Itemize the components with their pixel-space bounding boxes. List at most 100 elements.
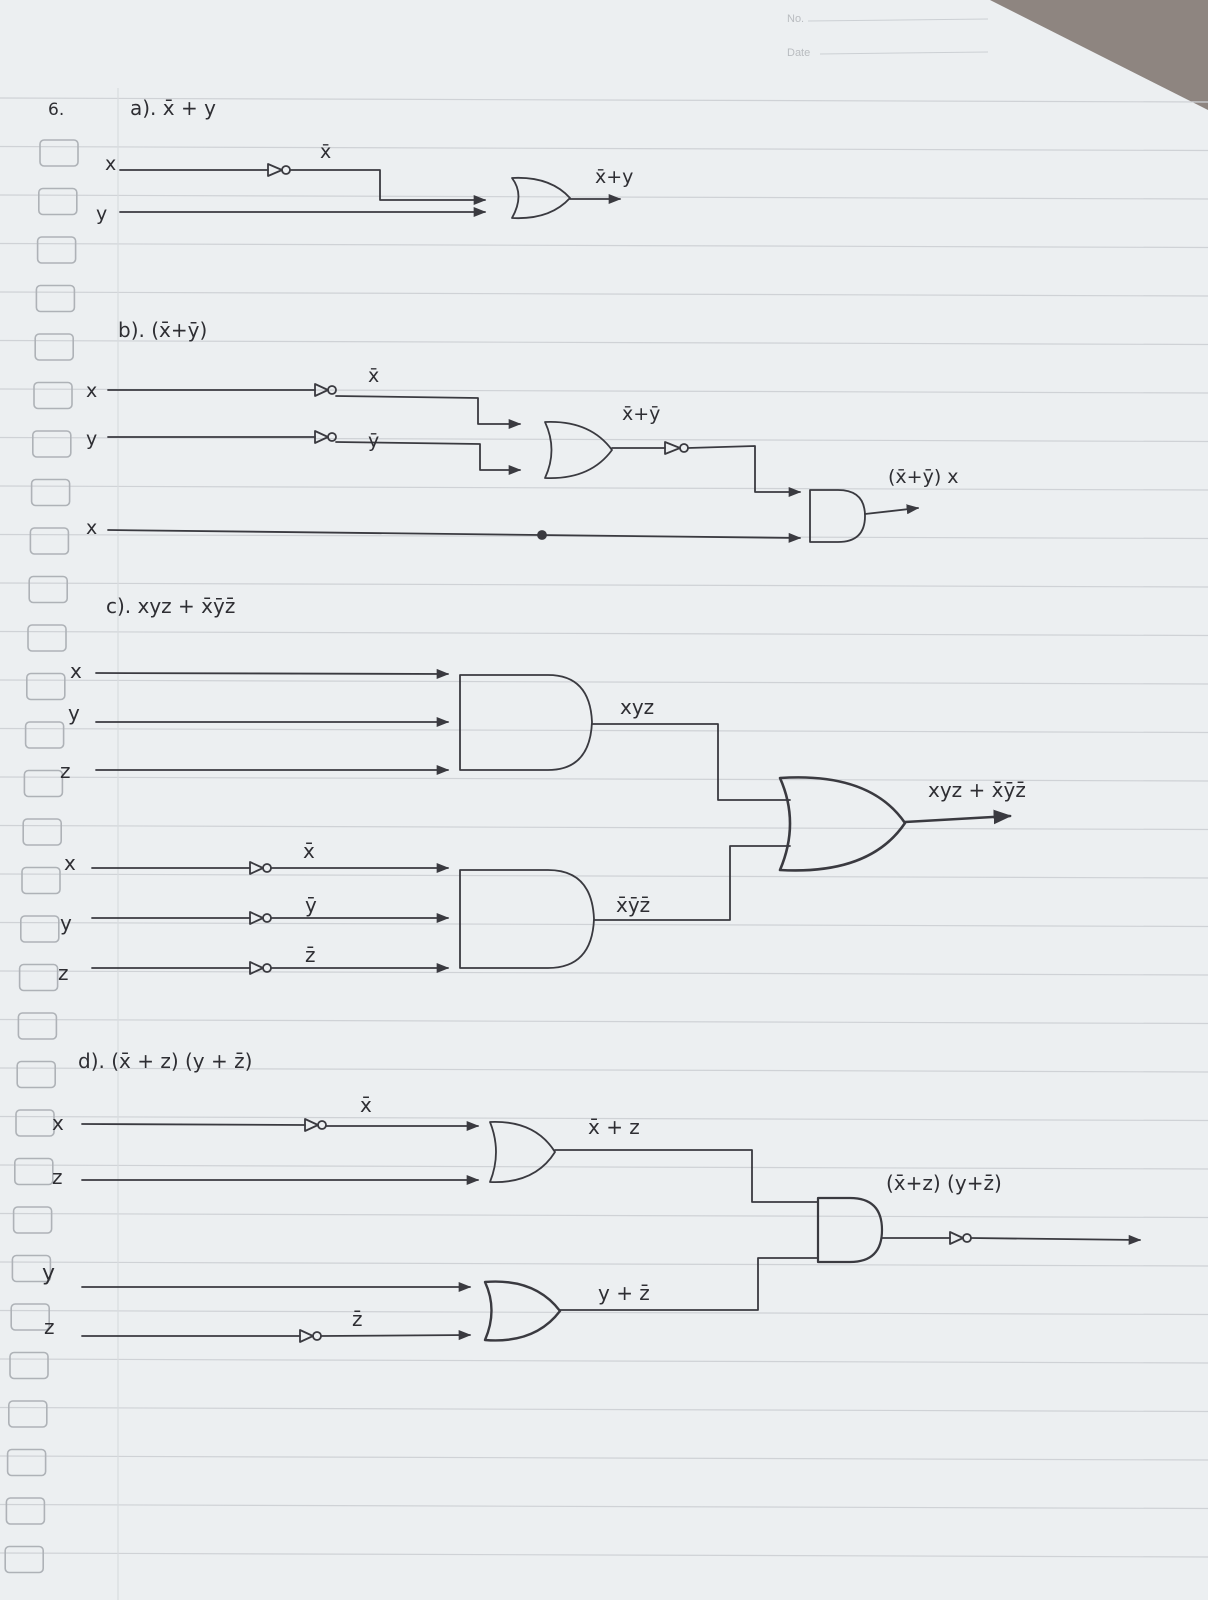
ruled-line: [0, 1552, 1208, 1558]
ruled-line: [0, 1455, 1208, 1461]
part-b-circuit: b). (x̄+ȳ) x y x x̄ ȳ x̄+ȳ (x̄+ȳ) x: [86, 318, 959, 543]
wire: [107, 529, 802, 543]
and-gate: [809, 489, 866, 543]
wire: [335, 441, 522, 476]
ruled-line: [0, 1115, 1208, 1122]
problem-number: 6.: [48, 100, 64, 120]
margin-checkbox: [23, 769, 64, 798]
part-d-label-or2: y + z̄: [598, 1281, 650, 1305]
ruled-line: [0, 921, 1208, 928]
margin-checkbox: [30, 478, 71, 507]
part-c-input-x: x: [70, 659, 82, 683]
margin-checkbox: [12, 1206, 53, 1234]
ruled-line: [0, 97, 1208, 103]
margin-checkbox: [19, 915, 60, 943]
ruled-line: [0, 145, 1208, 152]
part-b-input-x: x: [86, 380, 97, 402]
part-b-output: (x̄+ȳ) x: [888, 466, 959, 488]
ruled-line: [0, 824, 1208, 831]
part-d-label-or1: x̄ + z: [588, 1115, 640, 1139]
part-d-input-y: y: [42, 1261, 55, 1286]
not-gate: [949, 1231, 964, 1245]
margin-checkbox: [8, 1400, 48, 1428]
margin-checkbox: [10, 1303, 50, 1331]
part-d-circuit: d). (x̄ + z) (y + z̄) x z y z x̄ x̄ + z …: [42, 1049, 1142, 1343]
not-gate: [304, 1118, 319, 1132]
margin-checkbox: [37, 187, 78, 216]
ruled-line: [0, 1309, 1208, 1316]
margin-checkbox: [11, 1254, 52, 1283]
ruled-line: [0, 194, 1208, 200]
margin-checkbox: [27, 624, 67, 652]
not-gate-bubble: [317, 1120, 327, 1130]
and-gate: [816, 1196, 884, 1264]
margin-checkbox: [9, 1351, 49, 1380]
wire: [864, 504, 920, 515]
part-b-title: b). (x̄+ȳ): [118, 318, 207, 342]
margin-checkbox: [14, 1157, 54, 1186]
ruled-line: [0, 1067, 1208, 1073]
part-b-input-x2: x: [86, 517, 97, 539]
or-gate: [544, 421, 613, 479]
ruled-line: [0, 1018, 1208, 1025]
part-a-circuit: a). x̄ + y x y x̄ x̄+y: [96, 96, 633, 225]
ruled-line: [0, 485, 1208, 491]
ruled-line: [0, 630, 1208, 637]
part-c-label-and2: x̄ȳz̄: [616, 893, 650, 917]
part-b-input-y: y: [86, 428, 97, 450]
margin-checkbox: [6, 1448, 47, 1477]
wire: [593, 845, 791, 921]
and-gate-1: [459, 674, 593, 771]
margin-checkbox: [36, 236, 77, 264]
junction-dot: [537, 530, 547, 540]
part-d-input-x: x: [52, 1111, 64, 1135]
margin-checkbox: [15, 1109, 55, 1137]
ruled-line: [0, 1503, 1208, 1510]
part-c-label-not-x: x̄: [303, 839, 315, 863]
not-gate: [249, 911, 264, 925]
or-gate-1: [489, 1121, 556, 1183]
margin-checkbox: [21, 866, 61, 895]
margin-checkbox: [25, 672, 66, 701]
not-gate: [314, 383, 329, 397]
ruled-line: [0, 1261, 1208, 1267]
ruled-line: [0, 1358, 1208, 1364]
not-gate-bubble: [327, 385, 337, 395]
no-label: No.: [787, 13, 804, 25]
part-b-label-not-y: ȳ: [368, 430, 379, 452]
margin-checkbox: [35, 284, 76, 313]
wire: [903, 809, 1012, 825]
ruled-line: [0, 679, 1208, 685]
ruled-line: [0, 1164, 1208, 1170]
part-c-input-y2: y: [60, 911, 72, 935]
part-a-title: a). x̄ + y: [130, 96, 216, 120]
margin-checkbox: [33, 381, 73, 410]
ruled-line: [0, 436, 1208, 443]
or-gate: [511, 176, 571, 220]
ruled-line: [0, 291, 1208, 297]
part-a-input-y: y: [96, 203, 107, 225]
not-gate: [664, 441, 681, 455]
wire: [687, 445, 802, 498]
part-b-label-not-x: x̄: [368, 365, 379, 387]
margin-checkbox: [29, 527, 70, 555]
part-c-input-y: y: [68, 701, 80, 725]
part-d-input-z2: z: [44, 1315, 55, 1339]
not-gate: [249, 861, 264, 875]
part-c-output: xyz + x̄ȳz̄: [928, 778, 1026, 802]
or-gate: [778, 776, 907, 872]
date-label: Date: [787, 47, 810, 59]
part-c-input-x2: x: [64, 851, 76, 875]
part-a-output: x̄+y: [595, 166, 633, 188]
wire: [554, 1149, 819, 1203]
margin-checkbox: [31, 430, 72, 458]
part-a-input-x: x: [105, 153, 116, 175]
part-c-circuit: c). xyz + x̄ȳz̄ x y z x y z xyz x̄ ȳ: [58, 594, 1026, 985]
margin-checkbox: [4, 1545, 44, 1574]
part-d-label-not-x: x̄: [360, 1093, 372, 1117]
ruled-line: [0, 1212, 1208, 1219]
ruled-line: [0, 873, 1208, 879]
part-a-label-not-x: x̄: [320, 141, 331, 163]
not-gate: [314, 430, 329, 444]
